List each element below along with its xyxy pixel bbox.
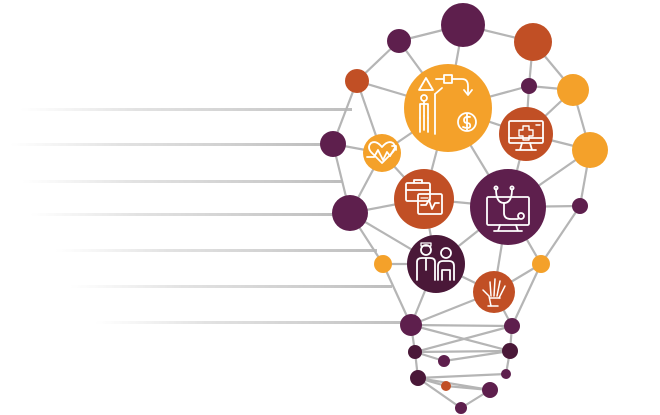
network-link xyxy=(410,323,511,353)
network-link xyxy=(417,372,507,380)
doctor-patient-icon xyxy=(416,242,455,281)
network-node xyxy=(482,382,498,398)
network-node xyxy=(410,370,426,386)
speed-line xyxy=(10,143,322,146)
network-link xyxy=(417,377,462,409)
network-node xyxy=(332,195,368,231)
network-node xyxy=(404,64,492,152)
speed-line xyxy=(22,180,342,183)
speed-line xyxy=(55,249,377,252)
network-link xyxy=(540,205,581,265)
speed-line xyxy=(30,213,338,216)
speed-lines xyxy=(10,108,411,324)
network-node xyxy=(363,134,401,172)
network-link xyxy=(443,349,511,363)
xray-hand-icon xyxy=(482,278,506,307)
node-icons xyxy=(366,74,544,307)
network-link xyxy=(511,263,542,327)
speed-line xyxy=(95,321,411,324)
network-link xyxy=(410,323,513,328)
network-node xyxy=(470,169,546,245)
network-node xyxy=(438,355,450,367)
network-node xyxy=(499,107,553,161)
network-node xyxy=(532,255,550,273)
network-node xyxy=(521,78,537,94)
network-node xyxy=(441,3,485,47)
telehealth-stethoscope-icon xyxy=(486,185,530,232)
heart-trend-icon xyxy=(366,141,397,164)
network-node xyxy=(572,198,588,214)
network-link xyxy=(414,324,513,354)
medical-records-icon xyxy=(405,179,443,215)
network-link xyxy=(382,263,412,326)
speed-line xyxy=(20,108,352,111)
network-node xyxy=(557,74,589,106)
network-node xyxy=(374,255,392,273)
network-node xyxy=(407,235,465,293)
network-node xyxy=(345,69,369,93)
network-node xyxy=(514,23,552,61)
network-node xyxy=(320,131,346,157)
network-node xyxy=(455,402,467,414)
process-flow-icon xyxy=(418,74,477,135)
network-node xyxy=(441,381,451,391)
network-node xyxy=(387,29,411,53)
network-link xyxy=(414,349,511,354)
network-node xyxy=(501,369,511,379)
network-node xyxy=(408,345,422,359)
speed-line xyxy=(70,285,392,288)
network-node xyxy=(502,343,518,359)
network-node xyxy=(572,132,608,168)
network-node xyxy=(394,169,454,229)
network-node xyxy=(504,318,520,334)
medical-monitor-icon xyxy=(508,120,544,151)
network-node xyxy=(400,314,422,336)
